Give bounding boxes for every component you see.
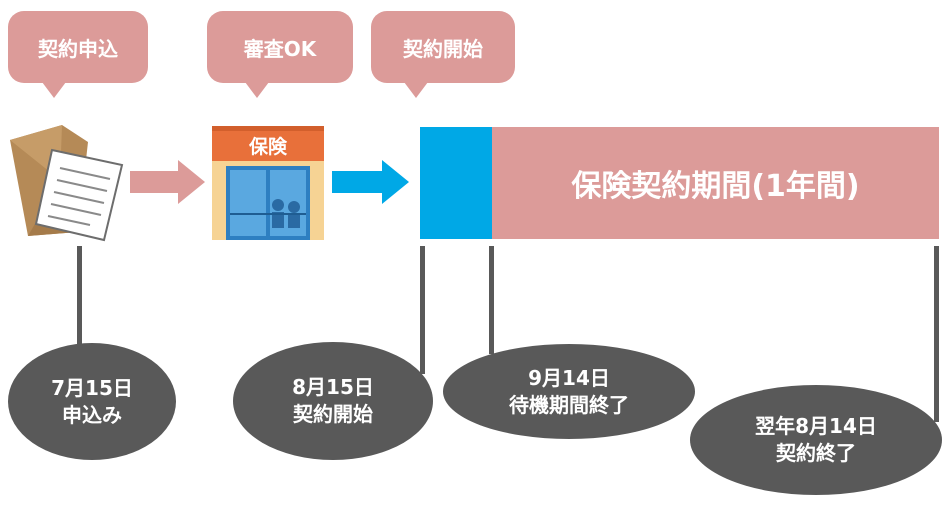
apply-step-callout: 契約申込: [8, 11, 148, 98]
arrow-right-icon: [130, 160, 205, 204]
store-sign-text: 保険: [248, 135, 288, 158]
milestone-text: 待機期間終了: [509, 392, 629, 417]
contract-period-label: 保険契約期間(1年間): [571, 169, 860, 204]
milestone-date: 7月15日: [51, 375, 133, 400]
waiting-end-connector-line: [489, 246, 494, 354]
milestone-date: 翌年8月14日: [755, 414, 877, 438]
envelope-document-icon: [10, 125, 124, 242]
milestone-date: 8月15日: [292, 375, 374, 399]
apply-connector-line: [77, 246, 82, 346]
start-connector-line: [420, 246, 425, 374]
milestone-waiting-end: 9月14日 待機期間終了: [443, 344, 695, 439]
review-step-callout: 審査OK: [207, 11, 353, 98]
milestone-text: 契約開始: [293, 402, 373, 426]
waiting-period-bar: [420, 127, 492, 239]
milestone-text: 契約終了: [776, 441, 856, 465]
milestone-apply: 7月15日 申込み: [8, 343, 176, 460]
contract-period-bar: 保険契約期間(1年間): [492, 127, 939, 239]
arrow-right-icon: [332, 160, 409, 204]
contract-end-connector-line: [934, 246, 939, 422]
start-step-label: 契約開始: [403, 36, 483, 61]
apply-step-label: 契約申込: [38, 36, 118, 61]
insurance-store-icon: [212, 126, 324, 240]
start-step-callout: 契約開始: [371, 11, 515, 98]
milestone-text: 申込み: [62, 402, 122, 427]
milestone-start: 8月15日 契約開始: [233, 342, 433, 460]
review-step-label: 審査OK: [243, 36, 317, 61]
milestone-date: 9月14日: [528, 365, 610, 390]
milestone-contract-end: 翌年8月14日 契約終了: [690, 385, 942, 495]
